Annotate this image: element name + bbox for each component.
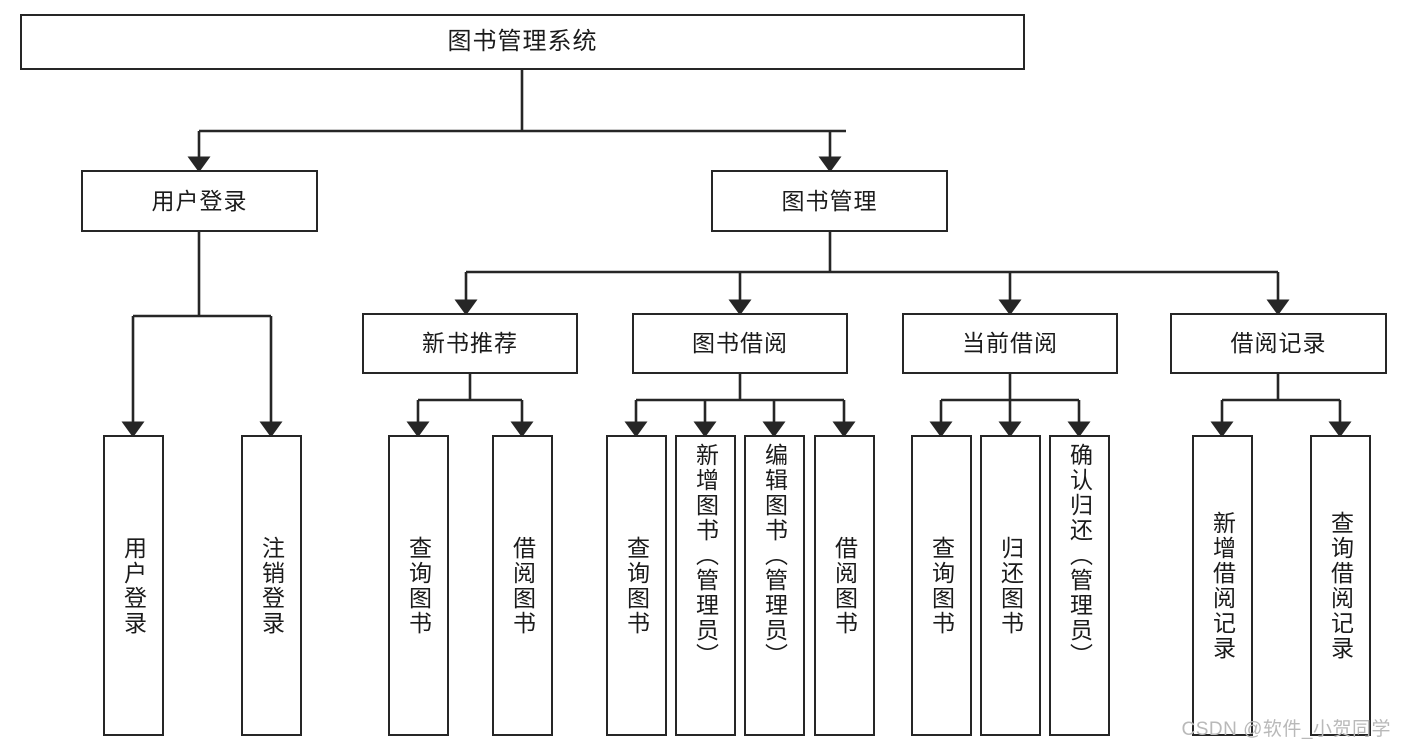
node-leaf-return-book[interactable]: 归还图书	[980, 435, 1041, 736]
node-leaf-query-book-1-label: 查询图书	[405, 535, 432, 636]
node-leaf-user-login-label: 用户登录	[120, 535, 147, 636]
node-leaf-query-book-3-label: 查询图书	[928, 535, 955, 636]
node-leaf-logout-label: 注销登录	[258, 535, 285, 636]
node-newbook[interactable]: 新书推荐	[362, 313, 578, 374]
node-leaf-confirm-return-admin-label: 确认归还（管理员）	[1066, 443, 1093, 668]
node-leaf-return-book-label: 归还图书	[997, 535, 1024, 636]
watermark: CSDN @软件_小贺同学	[1181, 719, 1391, 740]
node-bookmgr-label: 图书管理	[781, 187, 878, 214]
node-leaf-borrow-book-1-label: 借阅图书	[509, 535, 536, 636]
node-leaf-query-book-2-label: 查询图书	[623, 535, 650, 636]
node-login-label: 用户登录	[151, 187, 248, 214]
node-login[interactable]: 用户登录	[81, 170, 318, 232]
node-borrow-label: 图书借阅	[692, 330, 788, 356]
node-leaf-add-borrow-record[interactable]: 新增借阅记录	[1192, 435, 1253, 736]
node-records-label: 借阅记录	[1230, 330, 1327, 356]
node-leaf-add-book-admin-label: 新增图书（管理员）	[692, 443, 719, 668]
node-leaf-add-book-admin[interactable]: 新增图书（管理员）	[675, 435, 736, 736]
node-root[interactable]: 图书管理系统	[20, 14, 1025, 70]
node-root-label: 图书管理系统	[447, 28, 598, 55]
node-leaf-user-login[interactable]: 用户登录	[103, 435, 164, 736]
node-newbook-label: 新书推荐	[422, 330, 518, 356]
node-leaf-query-borrow-record-label: 查询借阅记录	[1327, 510, 1354, 661]
node-leaf-borrow-book-2-label: 借阅图书	[831, 535, 858, 636]
node-leaf-query-book-2[interactable]: 查询图书	[606, 435, 667, 736]
node-borrow[interactable]: 图书借阅	[632, 313, 848, 374]
node-leaf-edit-book-admin[interactable]: 编辑图书（管理员）	[744, 435, 805, 736]
node-leaf-edit-book-admin-label: 编辑图书（管理员）	[761, 443, 788, 668]
node-current-label: 当前借阅	[962, 330, 1058, 356]
node-bookmgr[interactable]: 图书管理	[711, 170, 948, 232]
node-leaf-confirm-return-admin[interactable]: 确认归还（管理员）	[1049, 435, 1110, 736]
node-leaf-query-book-3[interactable]: 查询图书	[911, 435, 972, 736]
node-leaf-query-book-1[interactable]: 查询图书	[388, 435, 449, 736]
node-leaf-borrow-book-1[interactable]: 借阅图书	[492, 435, 553, 736]
node-current[interactable]: 当前借阅	[902, 313, 1118, 374]
node-leaf-add-borrow-record-label: 新增借阅记录	[1209, 510, 1236, 661]
node-records[interactable]: 借阅记录	[1170, 313, 1387, 374]
node-leaf-query-borrow-record[interactable]: 查询借阅记录	[1310, 435, 1371, 736]
node-leaf-logout[interactable]: 注销登录	[241, 435, 302, 736]
node-leaf-borrow-book-2[interactable]: 借阅图书	[814, 435, 875, 736]
